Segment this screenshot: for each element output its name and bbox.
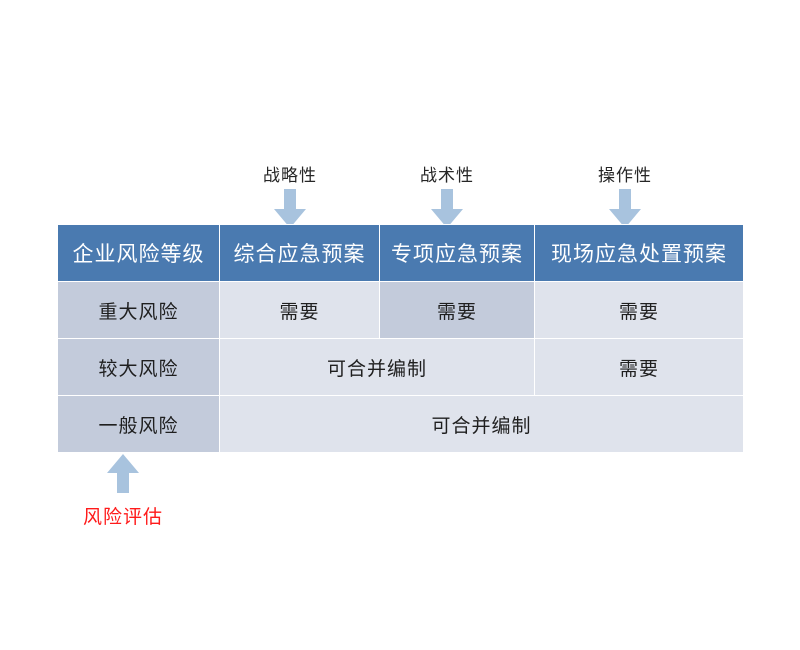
row-label-larger-risk: 较大风险 bbox=[57, 338, 220, 396]
arrow-up-icon bbox=[106, 453, 140, 493]
table-row: 较大风险 可合并编制 需要 bbox=[57, 338, 744, 396]
table-row: 重大风险 需要 需要 需要 bbox=[57, 281, 744, 339]
annotation-label-strategic: 战略性 bbox=[263, 166, 317, 186]
column-header-risk-level: 企业风险等级 bbox=[57, 224, 220, 282]
cell-major-onsite: 需要 bbox=[534, 281, 744, 339]
cell-major-special: 需要 bbox=[379, 281, 535, 339]
cell-major-comprehensive: 需要 bbox=[219, 281, 380, 339]
annotation-label-risk-assessment: 风险评估 bbox=[82, 506, 164, 528]
annotation-label-tactical: 战术性 bbox=[420, 166, 474, 186]
column-header-onsite-plan: 现场应急处置预案 bbox=[534, 224, 744, 282]
row-label-major-risk: 重大风险 bbox=[57, 281, 220, 339]
arrow-down-icon bbox=[273, 189, 307, 229]
column-header-special-plan: 专项应急预案 bbox=[379, 224, 535, 282]
arrow-down-icon bbox=[430, 189, 464, 229]
annotation-label-operational: 操作性 bbox=[598, 166, 652, 186]
column-header-comprehensive-plan: 综合应急预案 bbox=[219, 224, 380, 282]
row-label-general-risk: 一般风险 bbox=[57, 395, 220, 453]
table-row: 一般风险 可合并编制 bbox=[57, 395, 744, 453]
cell-general-merged-plan: 可合并编制 bbox=[219, 395, 744, 453]
table-header-row: 企业风险等级 综合应急预案 专项应急预案 现场应急处置预案 bbox=[57, 224, 744, 282]
arrow-down-icon bbox=[608, 189, 642, 229]
cell-larger-onsite: 需要 bbox=[534, 338, 744, 396]
cell-larger-merged-plan: 可合并编制 bbox=[219, 338, 535, 396]
risk-plan-matrix-table: 企业风险等级 综合应急预案 专项应急预案 现场应急处置预案 重大风险 需要 需要… bbox=[57, 224, 744, 453]
